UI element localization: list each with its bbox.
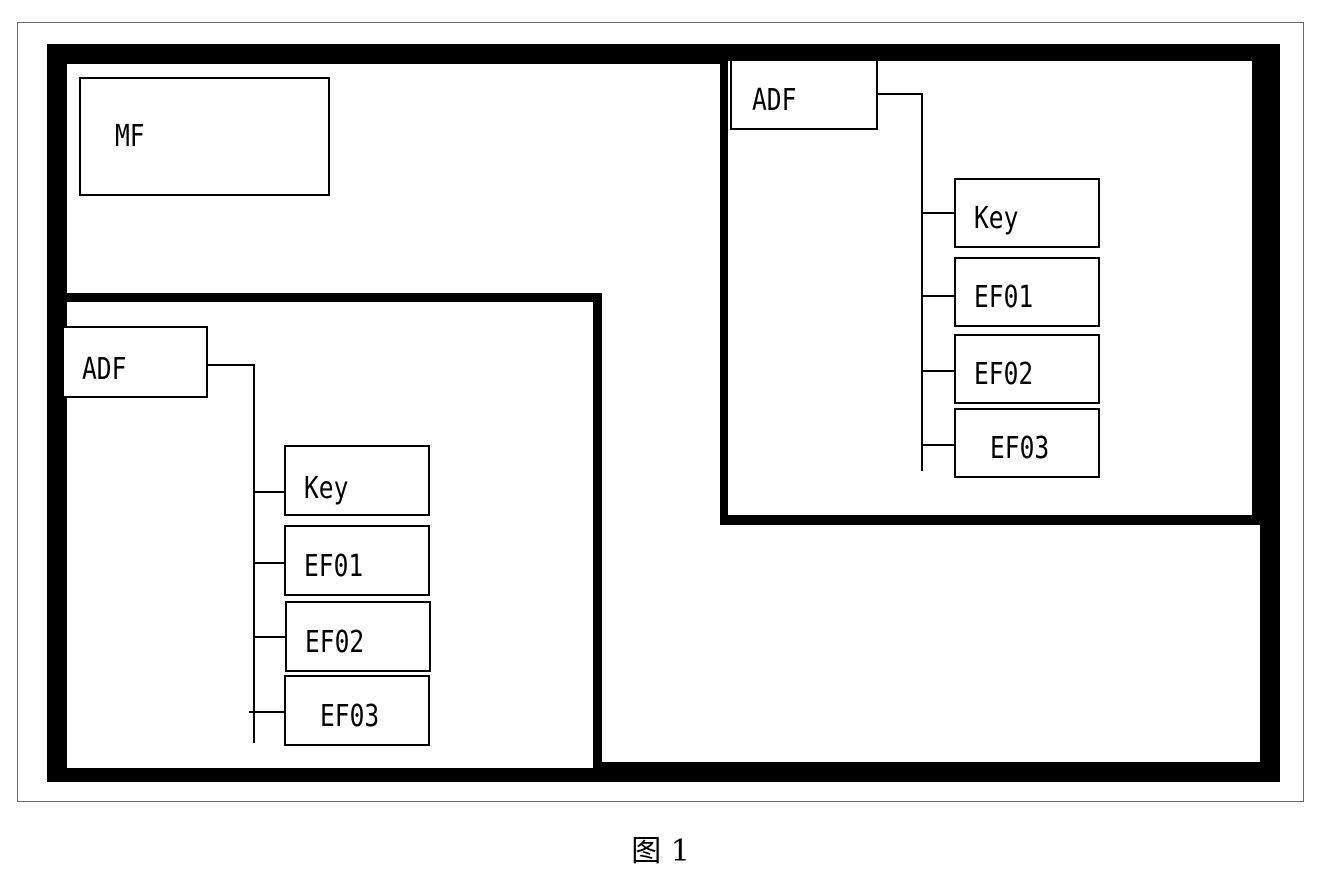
file-label: EF01 — [304, 549, 364, 584]
adf-left-branch — [253, 491, 285, 493]
adf-right-file-key: Key — [954, 178, 1100, 248]
adf-left-file-ef03: EF03 — [284, 675, 430, 746]
adf-left-label: ADF — [82, 352, 127, 387]
file-label: EF03 — [320, 699, 380, 734]
mf-label: MF — [115, 119, 145, 154]
file-label: EF02 — [305, 625, 365, 660]
adf-right-branch — [921, 444, 955, 446]
file-label: Key — [304, 471, 349, 506]
adf-right-box: ADF — [730, 59, 878, 130]
file-label: EF02 — [974, 357, 1034, 392]
adf-right-file-ef02: EF02 — [954, 334, 1100, 404]
adf-left-branch — [249, 711, 285, 713]
adf-left-file-ef01: EF01 — [284, 525, 430, 596]
adf-right-connector-v — [921, 93, 923, 471]
adf-left-branch — [253, 562, 285, 564]
adf-right-connector-h — [878, 93, 922, 95]
figure-caption: 图 1 — [631, 834, 690, 869]
adf-right-branch — [921, 295, 955, 297]
adf-right-branch — [921, 370, 955, 372]
adf-left-branch — [253, 636, 285, 638]
adf-left-connector-v — [253, 364, 255, 743]
figure-frame — [17, 22, 1304, 802]
adf-right-label: ADF — [752, 83, 797, 118]
adf-left-file-ef02: EF02 — [285, 601, 431, 672]
adf-right-file-ef03: EF03 — [954, 408, 1100, 478]
file-label: Key — [974, 201, 1019, 236]
adf-left-file-key: Key — [284, 445, 430, 516]
adf-right-branch — [921, 212, 955, 214]
adf-left-box: ADF — [62, 326, 208, 398]
adf-right-file-ef01: EF01 — [954, 257, 1100, 327]
file-label: EF01 — [974, 280, 1034, 315]
file-label: EF03 — [990, 431, 1050, 466]
mf-box: MF — [79, 77, 330, 196]
adf-left-connector-h — [208, 364, 255, 366]
